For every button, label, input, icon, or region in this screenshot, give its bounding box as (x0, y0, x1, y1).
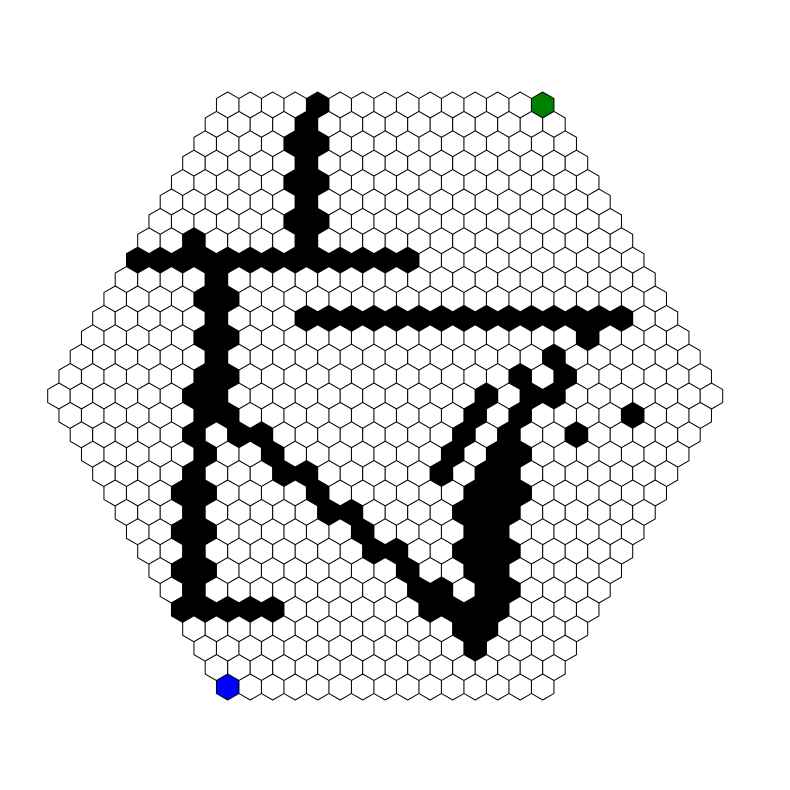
hex-cell (530, 673, 555, 701)
